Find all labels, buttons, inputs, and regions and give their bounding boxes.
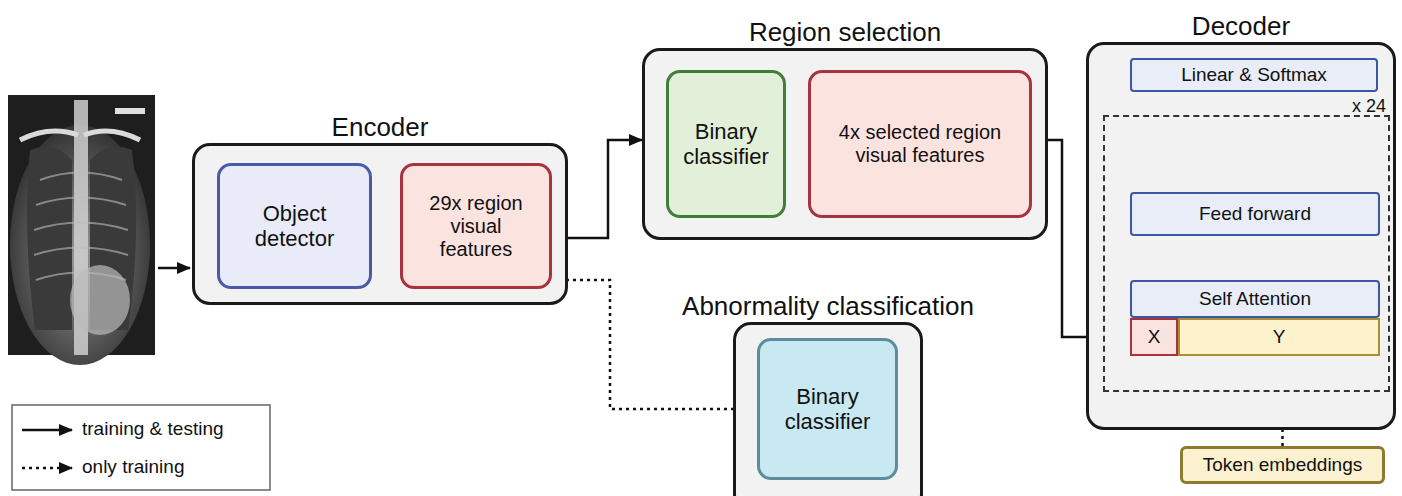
feature-box: 4x selected region visual features (808, 70, 1032, 218)
legend-dotted-sample (22, 467, 72, 470)
embedding-box: Token embeddings (1180, 446, 1385, 484)
module-title: Encoder (332, 113, 429, 142)
xray-image (8, 95, 155, 365)
box-label: X (1148, 326, 1161, 348)
classifier-box: Binary classifier (666, 70, 786, 218)
repeat-block: x 24Feed forwardSelf AttentionXY (1103, 115, 1390, 392)
box-label: Y (1273, 326, 1286, 348)
layer-box: Self Attention (1130, 280, 1380, 318)
box-label: Binary classifier (768, 384, 888, 435)
layer-box: Linear & Softmax (1130, 58, 1378, 92)
box-label: Linear & Softmax (1181, 64, 1327, 86)
module-box: Decoderx 24Feed forwardSelf AttentionXYL… (1086, 42, 1396, 430)
input-arrow (158, 267, 190, 270)
module-box: EncoderObject detector29x region visual … (192, 143, 568, 305)
layer-box: Feed forward (1130, 192, 1380, 236)
legend-solid-sample (22, 429, 72, 432)
repeat-count: x 24 (1352, 97, 1386, 115)
box-label: Object detector (230, 201, 360, 252)
feature-box: 29x region visual features (400, 163, 552, 289)
module-title: Abnormality classification (682, 292, 974, 321)
module-title: Decoder (1192, 12, 1290, 41)
legend-text: only training (82, 456, 184, 479)
module-title: Region selection (749, 18, 941, 47)
box-label: 4x selected region visual features (830, 121, 1010, 167)
legend-frame (12, 405, 270, 490)
box-label: Token embeddings (1203, 454, 1363, 476)
module-box: Region selectionBinary classifier4x sele… (642, 48, 1048, 240)
box-label: Binary classifier (674, 119, 778, 170)
module-box: Abnormality classificationBinary classif… (733, 322, 923, 496)
classifier-box: Binary classifier (757, 338, 898, 480)
box-label: Self Attention (1199, 288, 1311, 310)
input-box: Y (1178, 318, 1380, 356)
box-label: Feed forward (1199, 203, 1311, 225)
detector-box: Object detector (217, 163, 372, 289)
legend-text: training & testing (82, 418, 224, 441)
input-box: X (1130, 318, 1178, 356)
box-label: 29x region visual features (421, 192, 531, 261)
